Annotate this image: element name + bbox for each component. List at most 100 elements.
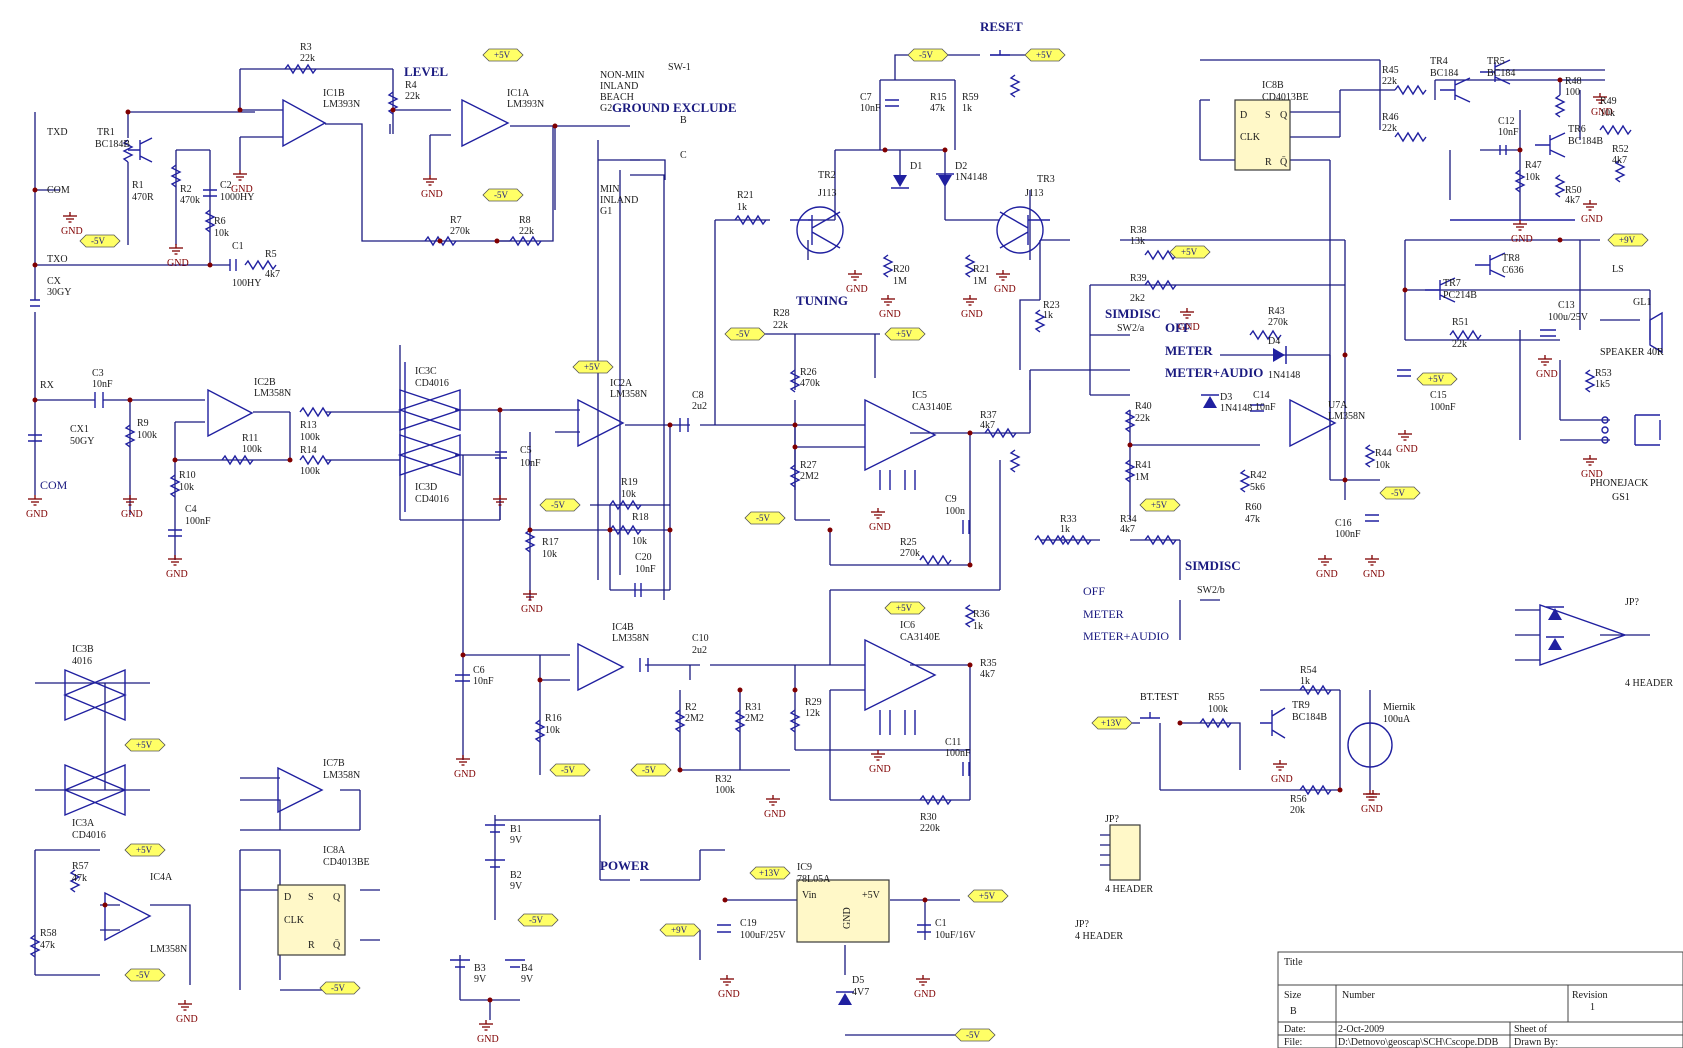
component-label: R47 <box>1525 160 1542 171</box>
component-label: R21 <box>973 264 990 275</box>
title-block: Title Size B Number Revision 1 Date: 2-O… <box>1277 951 1683 1048</box>
component-label: R29 <box>805 697 822 708</box>
tr4-ref: TR4 <box>1430 56 1448 67</box>
component-label: C6 <box>473 665 485 676</box>
component-label: C4 <box>185 504 197 515</box>
component-label: C1 <box>935 918 947 929</box>
component-label: 22k <box>1382 123 1397 134</box>
meter-b-label: METER <box>1083 607 1124 621</box>
p9-tag: +9V <box>671 925 688 935</box>
component-label: C8 <box>692 390 704 401</box>
component-label: C16 <box>1335 518 1352 529</box>
tr5-ref: TR5 <box>1487 56 1505 67</box>
date-label: Date: <box>1284 1024 1306 1035</box>
d3-ref: D3 <box>1220 392 1232 403</box>
misc-symbols <box>450 50 1663 968</box>
ic8b-clk: CLK <box>1240 132 1261 143</box>
component-label: 270k <box>450 226 470 237</box>
component-label: 22k <box>405 91 420 102</box>
sheet-label: Sheet of <box>1514 1024 1548 1035</box>
p5-tag: +5V <box>896 603 913 613</box>
off-a-label: OFF <box>1165 320 1191 335</box>
component-label: 100HY <box>232 278 261 289</box>
gnd-label: GND <box>521 604 543 615</box>
ic2a-triangle <box>577 398 625 448</box>
ic3b-ref: IC3B <box>72 644 94 655</box>
tr4-part: BC184 <box>1430 68 1458 79</box>
cx1-label: CX1 <box>70 424 89 435</box>
b4-val: 9V <box>521 974 534 985</box>
component-label: R59 <box>962 92 979 103</box>
diodes <box>836 173 1564 1005</box>
component-label: 1k <box>973 621 983 632</box>
b1-ref: B1 <box>510 824 522 835</box>
file-label: File: <box>1284 1037 1302 1048</box>
ic8a-part: CD4013BE <box>323 857 370 868</box>
m5-tag: -5V <box>736 329 750 339</box>
p5-tag: +5V <box>1036 50 1053 60</box>
ic7b-ref: IC7B <box>323 758 345 769</box>
component-label: R26 <box>800 367 817 378</box>
p5-tag: +5V <box>1181 247 1198 257</box>
component-label: R1 <box>132 180 144 191</box>
component-label: C15 <box>1430 390 1447 401</box>
sw1-inland1: INLAND <box>600 81 638 92</box>
component-label: 10k <box>542 549 557 560</box>
component-label: R23 <box>1043 300 1060 311</box>
gnd-label: GND <box>869 522 891 533</box>
component-label: C10 <box>692 633 709 644</box>
jp-b-ref: JP? <box>1075 919 1089 930</box>
cx-val: 30GY <box>47 287 71 298</box>
ic8b-s: S <box>1265 110 1271 121</box>
gnd-label: GND <box>1536 369 1558 380</box>
component-label: 100nF <box>945 748 971 759</box>
com2-label: COM <box>40 478 68 492</box>
m5-tag: -5V <box>642 765 656 775</box>
gnd-label: GND <box>1511 234 1533 245</box>
d3-part: 1N4148 <box>1220 403 1252 414</box>
component-label: R53 <box>1595 368 1612 379</box>
component-label: C14 <box>1253 390 1270 401</box>
component-label: 1M <box>1135 472 1149 483</box>
gnd-label: GND <box>994 284 1016 295</box>
gnd-label: GND <box>421 189 443 200</box>
component-label: 100k <box>715 785 735 796</box>
component-label: R28 <box>773 308 790 319</box>
component-label: 20k <box>1290 805 1305 816</box>
component-label: 22k <box>1452 339 1467 350</box>
gl1-ref: GL1 <box>1633 297 1651 308</box>
ic3-gates <box>63 362 463 817</box>
gnd-label: GND <box>166 569 188 580</box>
m5-tag: -5V <box>91 236 105 246</box>
component-label: R51 <box>1452 317 1469 328</box>
ic8b-r: R <box>1265 157 1272 168</box>
component-label: C2 <box>220 180 232 191</box>
d1-ref: D1 <box>910 161 922 172</box>
component-label: 1k <box>1060 524 1070 535</box>
sw2b-label: SW2/b <box>1197 585 1225 596</box>
ic8b-q: Q <box>1280 110 1288 121</box>
gnd-label: GND <box>477 1034 499 1045</box>
m5-tag: -5V <box>331 983 345 993</box>
component-label: R8 <box>519 215 531 226</box>
txd-label: TXD <box>47 127 68 138</box>
m5-tag: -5V <box>136 970 150 980</box>
component-label: 270k <box>1268 317 1288 328</box>
miernik-label: Miernik <box>1383 702 1415 713</box>
component-label: 10nF <box>473 676 494 687</box>
ic5-ref: IC5 <box>912 390 927 401</box>
ic4b-part: LM358N <box>612 633 649 644</box>
junction-dots <box>32 77 1563 1003</box>
jp-a-hdr: 4 HEADER <box>1105 884 1153 895</box>
component-label: 100nF <box>1430 402 1456 413</box>
component-label: 47k <box>40 940 55 951</box>
component-label: 22k <box>300 53 315 64</box>
component-label: 1M <box>893 276 907 287</box>
gnd-label: GND <box>1361 804 1383 815</box>
p5-tag: +5V <box>1151 500 1168 510</box>
component-label: 10k <box>214 228 229 239</box>
component-label: R44 <box>1375 448 1392 459</box>
tr9-ref: TR9 <box>1292 700 1310 711</box>
title-label: Title <box>1284 957 1303 968</box>
